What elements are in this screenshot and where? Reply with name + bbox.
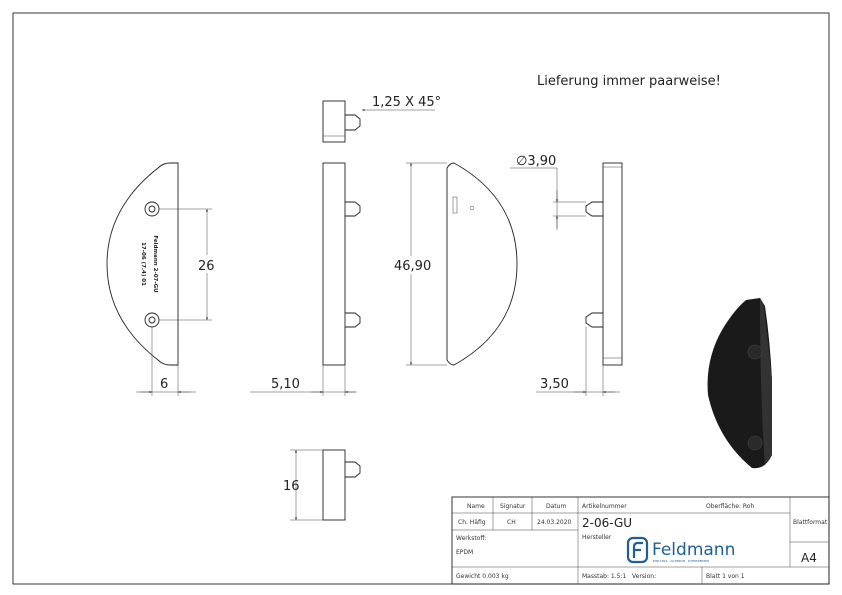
date-label: Datum [546, 503, 566, 510]
weight: Gewicht 0.003 kg [456, 573, 509, 580]
date: 24.03.2020 [537, 519, 572, 526]
engraving-line: 17-06 (7.4) 01 [140, 242, 146, 286]
material-label: Werkstoff: [456, 535, 487, 542]
sheet-number: Blatt 1 von 1 [706, 573, 745, 580]
dim-hole-edge: 6 [160, 377, 168, 392]
drawn-by: Ch. Häfig [458, 519, 486, 526]
svg-text:EDELSTAHL · ALUMINIUM · SCHMIE: EDELSTAHL · ALUMINIUM · SCHMIEDEEISEN [653, 559, 709, 563]
title-block: Name Signatur Datum Artikelnummer Oberfl… [451, 496, 830, 585]
svg-text:Feldmann: Feldmann [652, 540, 735, 560]
top-view: 1,25 X 45° [322, 95, 441, 143]
dim-width: 16 [283, 479, 300, 494]
dim-pin-length: 3,50 [540, 377, 569, 392]
back-view: 46,90 [393, 162, 518, 366]
article-label: Artikelnummer [582, 503, 627, 510]
hole [144, 312, 160, 328]
3d-render [707, 298, 772, 469]
surface: Oberfläche: Roh [706, 503, 754, 510]
delivery-note: Lieferung immer paarweise! [537, 74, 721, 89]
format-label: Blattformat [793, 519, 828, 526]
dim-pin-diameter: ∅3,90 [516, 154, 556, 169]
scale: Masstab: 1.5:1 [582, 573, 626, 580]
dim-chamfer: 1,25 X 45° [372, 95, 441, 110]
dim-hole-spacing: 26 [198, 259, 215, 274]
manufacturer-label: Hersteller [582, 534, 612, 541]
article-number: 2-06-GU [582, 516, 632, 530]
right-side-view: ∅3,90 3,50 [510, 154, 623, 396]
engraving-line: Feldmann 2-07-GU [152, 235, 158, 292]
dim-height: 46,90 [394, 259, 431, 274]
material: EPDM [456, 549, 473, 556]
feldmann-logo: Feldmann EDELSTAHL · ALUMINIUM · SCHMIED… [626, 536, 735, 564]
bottom-view: 16 [283, 449, 361, 521]
name-label: Name [467, 503, 485, 510]
side-view: 5,10 [250, 162, 361, 396]
signature: CH [507, 519, 516, 526]
signature-label: Signatur [500, 503, 526, 510]
front-view: 17-06 (7.4) 01 Feldmann 2-07-GU 26 6 [106, 162, 218, 396]
version: Version: [632, 573, 656, 580]
hole [144, 201, 160, 217]
sheet-format: A4 [801, 551, 817, 565]
dim-thickness: 5,10 [271, 377, 300, 392]
drawing-border [12, 12, 830, 585]
